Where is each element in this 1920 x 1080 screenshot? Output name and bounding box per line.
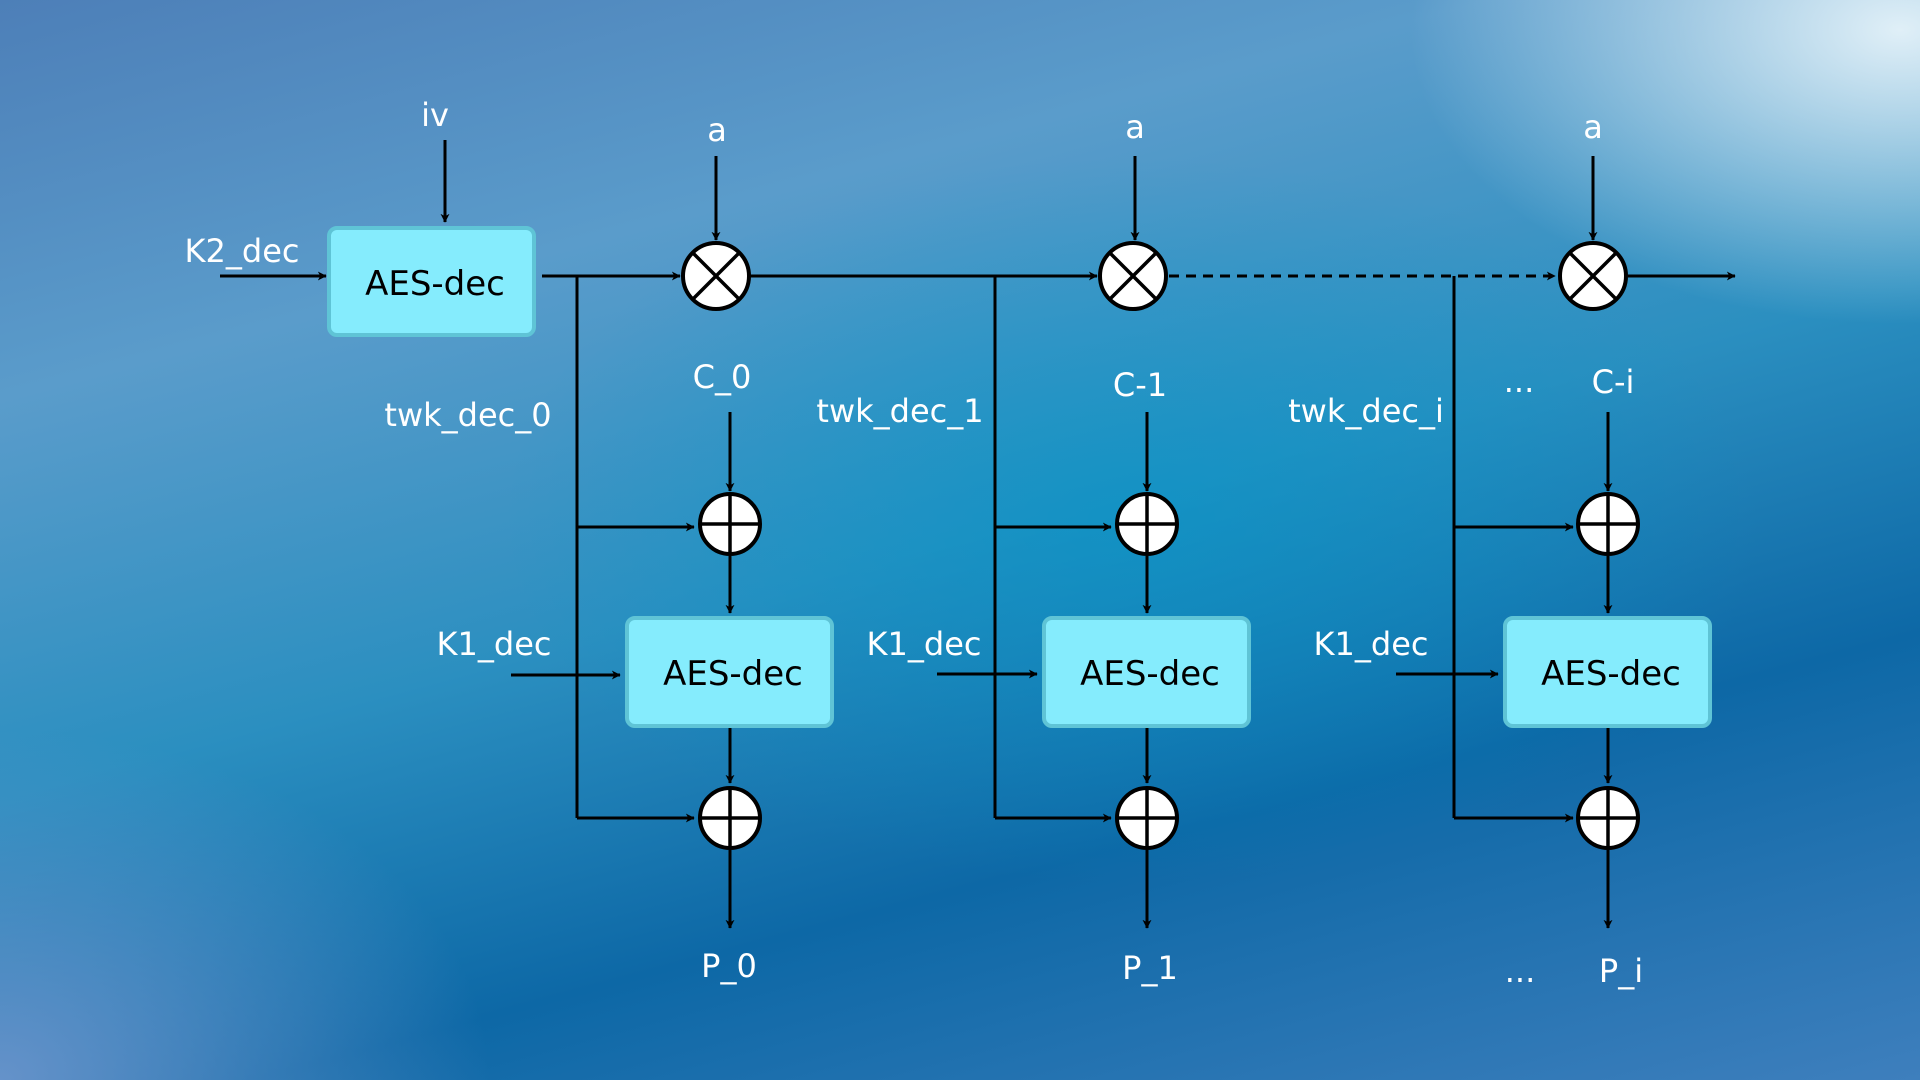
tweak-aes-dec-label: AES-dec <box>365 264 505 304</box>
block-i: twk_dec_i ... C-i K1_dec AES-dec ... P_i <box>1288 276 1712 990</box>
aes-dec-label-i: AES-dec <box>1541 654 1681 694</box>
a-label-0: a <box>707 111 727 149</box>
k1-dec-label-0: K1_dec <box>437 625 552 663</box>
plaintext-label-0: P_0 <box>701 947 757 985</box>
xor-icon <box>1576 786 1640 850</box>
aes-dec-label-0: AES-dec <box>663 654 803 694</box>
a-label-1: a <box>1125 108 1145 146</box>
tweak-aes-dec-box <box>327 226 536 337</box>
tweak-label-0: twk_dec_0 <box>384 396 551 434</box>
gf-multiply-icon <box>681 241 751 311</box>
a-label-2: a <box>1583 108 1603 146</box>
xor-icon <box>1576 492 1640 556</box>
tweak-label-1: twk_dec_1 <box>816 392 983 430</box>
aes-dec-box-0 <box>625 616 834 728</box>
aes-dec-label-1: AES-dec <box>1080 654 1220 694</box>
aes-dec-box-i <box>1503 616 1712 728</box>
plaintext-label-i: P_i <box>1599 952 1643 990</box>
xor-icon <box>698 492 762 556</box>
multiplier-chain: a a a <box>681 108 1736 311</box>
ciphertext-label-i: C-i <box>1592 363 1635 401</box>
iv-label: iv <box>421 96 449 134</box>
xor-icon <box>1115 492 1179 556</box>
block-1: twk_dec_1 C-1 K1_dec AES-dec P_1 <box>816 276 1251 987</box>
gf-multiply-icon <box>1558 241 1628 311</box>
k1-dec-label-1: K1_dec <box>867 625 982 663</box>
ellipsis-top: ... <box>1504 362 1535 400</box>
k1-dec-label-i: K1_dec <box>1314 625 1429 663</box>
ciphertext-label-1: C-1 <box>1113 366 1167 404</box>
ciphertext-label-0: C_0 <box>693 358 752 396</box>
aes-dec-box-1 <box>1042 616 1251 728</box>
ellipsis-bottom: ... <box>1505 952 1536 990</box>
k2-dec-label: K2_dec <box>185 232 300 270</box>
xor-icon <box>1115 786 1179 850</box>
gf-multiply-icon <box>1098 241 1168 311</box>
xor-icon <box>698 786 762 850</box>
plaintext-label-1: P_1 <box>1122 949 1178 987</box>
tweak-stage: iv K2_dec AES-dec <box>185 96 681 337</box>
tweak-label-i: twk_dec_i <box>1288 392 1444 430</box>
block-0: twk_dec_0 C_0 K1_dec AES-dec P_0 <box>384 276 834 985</box>
